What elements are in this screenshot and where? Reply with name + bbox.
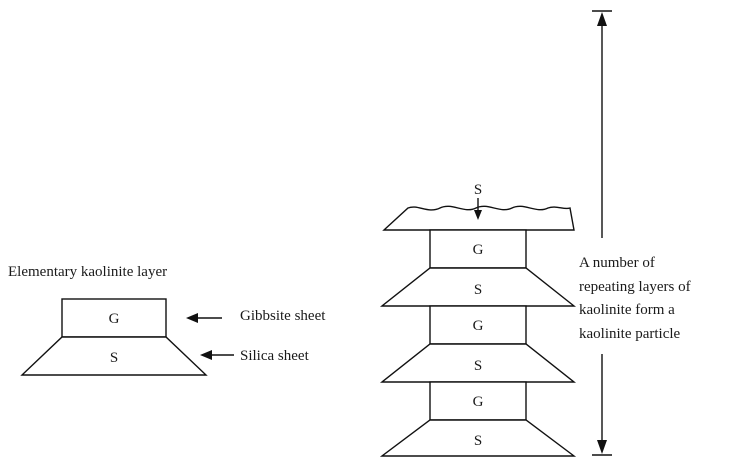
stack-gibbsite-letter-3: G [473,394,484,410]
elementary-silica-sheet [20,336,208,376]
stack-silica-sheet-3 [379,419,577,457]
particle-description: A number of repeating layers of kaolinit… [579,255,691,342]
top-silica-pointer-arrowhead [474,210,482,220]
stack-silica-sheet-1 [379,267,577,307]
elementary-layer-title: Elementary kaolinite layer [8,264,167,280]
stack-gibbsite-letter-1: G [473,242,484,258]
top-silica-sheet-broken [382,205,575,231]
description-line-3: kaolinite form a [579,302,675,318]
dimension-top-arrowhead [597,12,607,26]
stack-silica-letter-3: S [474,433,482,449]
silica-sheet-label: Silica sheet [240,348,310,364]
gibbsite-sheet-label: Gibbsite sheet [240,308,326,324]
silica-pointer-arrowhead [200,350,212,360]
elementary-silica-letter: S [110,350,118,366]
stack-gibbsite-letter-2: G [473,318,484,334]
kaolinite-particle-stack: S G S G S G S [379,182,577,457]
elementary-kaolinite-layer: Elementary kaolinite layer G S Gibbsite … [8,264,326,376]
description-line-1: A number of [579,255,655,271]
description-line-4: kaolinite particle [579,326,681,342]
dimension-bottom-arrowhead [597,440,607,454]
stack-gibbsite-sheet-3 [429,381,527,421]
gibbsite-pointer-arrowhead [186,313,198,323]
elementary-gibbsite-letter: G [109,311,120,327]
elementary-gibbsite-sheet [61,298,167,338]
top-silica-letter: S [474,182,482,198]
description-line-2: repeating layers of [579,279,691,295]
stack-gibbsite-sheet-2 [429,305,527,345]
stack-gibbsite-sheet-1 [429,229,527,269]
particle-thickness-arrow [592,10,612,456]
stack-silica-letter-2: S [474,358,482,374]
stack-silica-letter-1: S [474,282,482,298]
stack-silica-sheet-2 [379,343,577,383]
